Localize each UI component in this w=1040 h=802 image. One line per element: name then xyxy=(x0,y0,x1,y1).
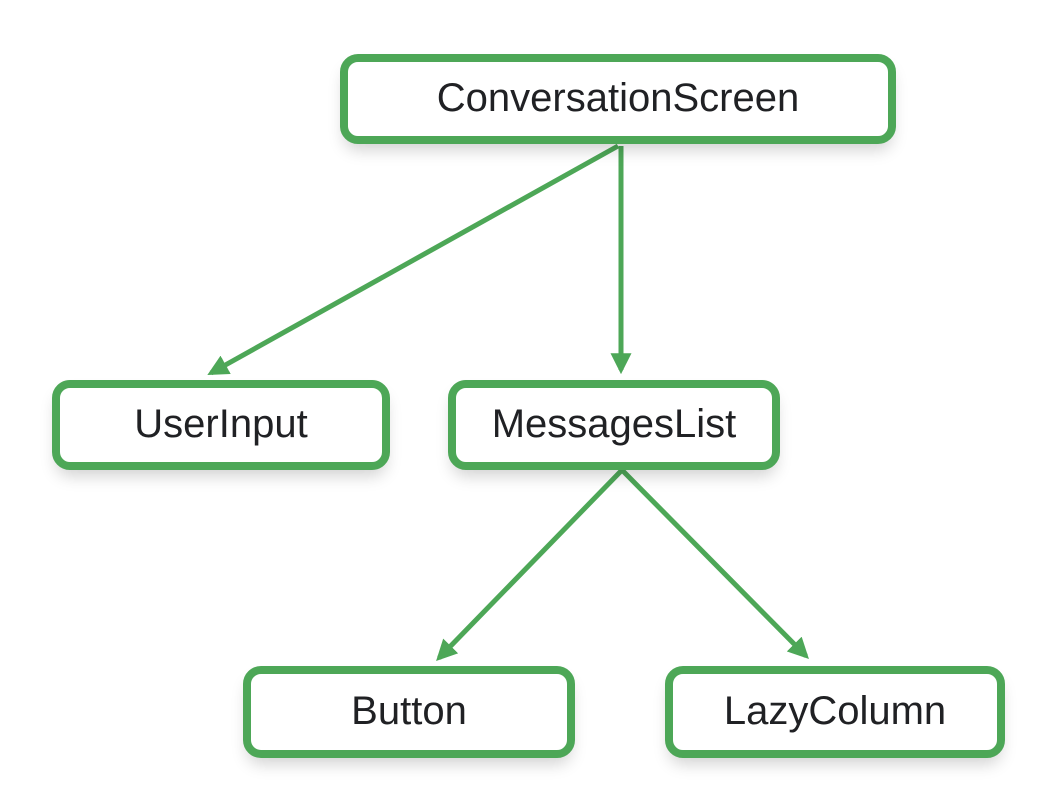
edge-messageslist-lazycolumn xyxy=(620,468,809,659)
node-messages-list: MessagesList xyxy=(448,380,780,470)
node-conversation-screen-label: ConversationScreen xyxy=(436,76,800,120)
node-button-label: Button xyxy=(351,689,467,733)
node-lazy-column-label: LazyColumn xyxy=(723,689,947,733)
node-messages-list-label: MessagesList xyxy=(491,402,737,446)
edge-messageslist-button xyxy=(436,468,624,662)
edge-conversationscreen-userinput xyxy=(207,143,620,376)
node-button: Button xyxy=(243,666,575,758)
node-conversation-screen: ConversationScreen xyxy=(340,54,896,144)
node-lazy-column: LazyColumn xyxy=(665,666,1005,758)
node-user-input: UserInput xyxy=(52,380,390,470)
node-user-input-label: UserInput xyxy=(134,402,308,446)
